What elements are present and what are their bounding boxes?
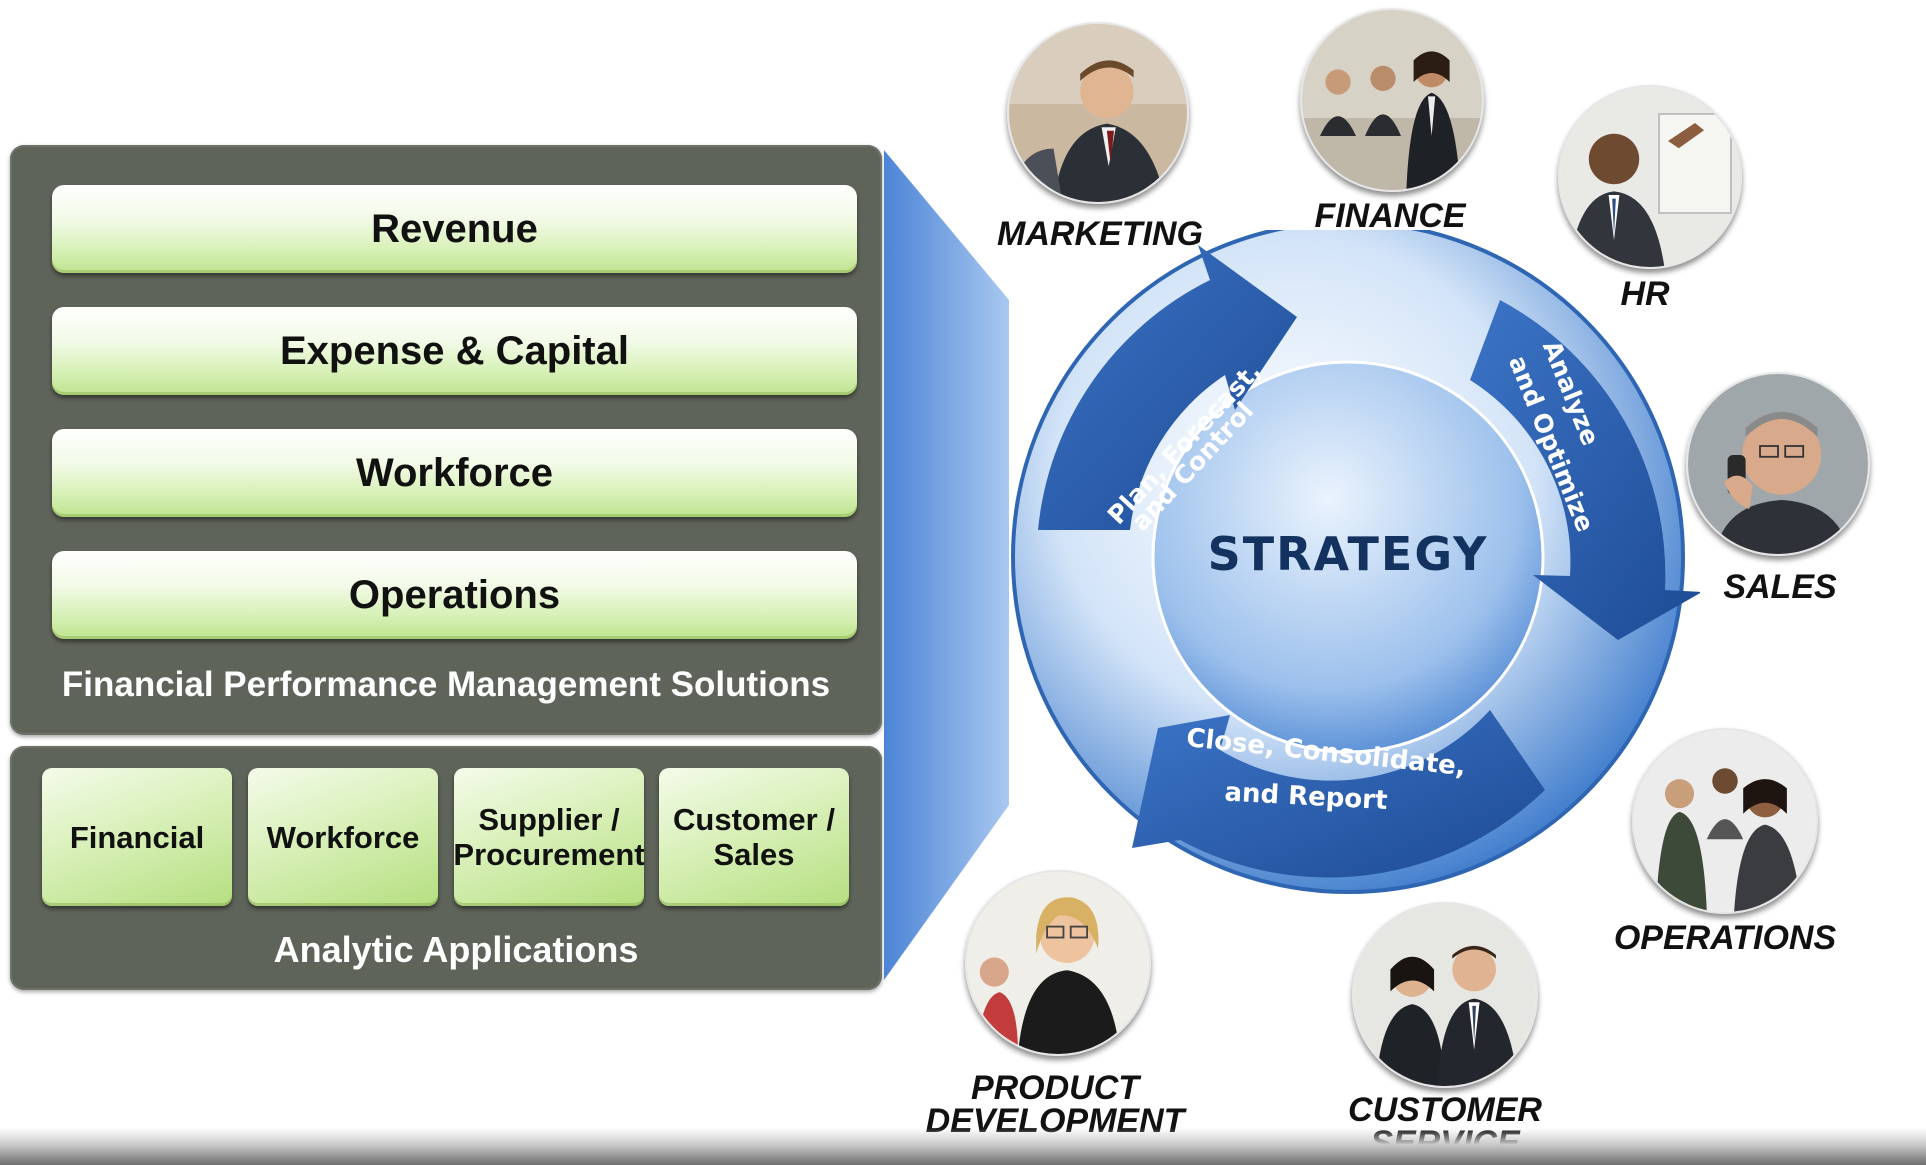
operations-bar[interactable]: Operations <box>52 551 857 639</box>
revenue-bar[interactable]: Revenue <box>52 185 857 273</box>
arrow-close <box>1132 710 1545 878</box>
role-marketing: MARKETING <box>997 215 1203 253</box>
product-development-portrait <box>965 870 1151 1056</box>
fpm-panel: Revenue Expense & Capital Workforce Oper… <box>10 145 882 735</box>
cycle-core <box>1151 360 1545 754</box>
operations-portrait <box>1632 728 1818 914</box>
tile-workforce[interactable]: Workforce <box>248 768 438 906</box>
strategy-label: STRATEGY <box>1208 527 1489 581</box>
connector-wedge <box>884 150 1009 980</box>
role-finance: FINANCE <box>1314 197 1466 235</box>
role-operations: OPERATIONS <box>1613 919 1837 957</box>
role-sales: SALES <box>1723 568 1837 606</box>
workforce-bar[interactable]: Workforce <box>52 429 857 517</box>
role-hr: HR <box>1620 275 1670 313</box>
tile-customer-sales[interactable]: Customer / Sales <box>659 768 849 906</box>
tile-financial[interactable]: Financial <box>42 768 232 906</box>
bottom-shadow <box>0 1128 1926 1165</box>
arrow-analyze <box>1470 300 1700 640</box>
arrow-plan <box>1038 245 1297 530</box>
marketing-portrait <box>1007 22 1189 204</box>
finance-portrait <box>1300 8 1484 192</box>
analytic-caption: Analytic Applications <box>273 929 639 970</box>
expense-capital-bar[interactable]: Expense & Capital <box>52 307 857 395</box>
customer-service-portrait <box>1352 902 1538 1088</box>
sales-portrait <box>1686 372 1870 556</box>
hr-portrait <box>1558 85 1742 269</box>
tile-supplier-procurement[interactable]: Supplier / Procurement <box>453 768 645 906</box>
fpm-caption: Financial Performance Management Solutio… <box>61 665 831 704</box>
strategy-cycle: Plan, Forecast, and Control Analyze and … <box>1011 230 1700 894</box>
